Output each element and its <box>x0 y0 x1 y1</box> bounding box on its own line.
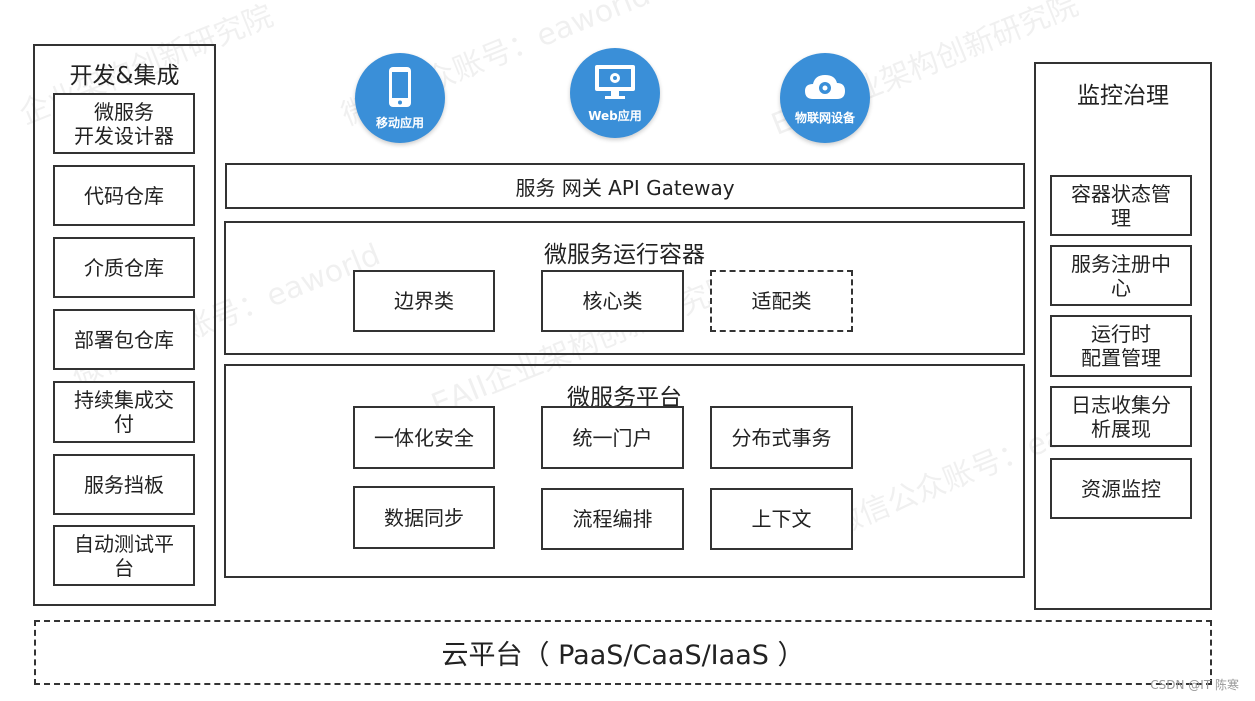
api-gateway-bar: 服务 网关 API Gateway <box>225 163 1025 209</box>
platform-item-workflow: 流程编排 <box>541 488 684 550</box>
monitor-panel-title: 监控治理 <box>1077 83 1169 109</box>
monitor-item-runtime-config: 运行时 配置管理 <box>1050 315 1192 377</box>
dev-item-media-repo: 介质仓库 <box>53 237 195 298</box>
client-iot-device: 物联网设备 <box>780 53 870 143</box>
platform-item-security: 一体化安全 <box>353 406 495 469</box>
dev-item-code-repo: 代码仓库 <box>53 165 195 226</box>
client-label: Web应用 <box>588 108 642 123</box>
source-credit: CSDN @IT 陈寒 <box>1150 678 1239 692</box>
container-item-adapter: 适配类 <box>710 270 853 332</box>
client-label: 移动应用 <box>375 115 424 130</box>
dev-item-deploy-repo: 部署包仓库 <box>53 309 195 370</box>
platform-item-distributed-tx: 分布式事务 <box>710 406 853 469</box>
cloud-gear-icon <box>805 74 845 99</box>
platform-item-context: 上下文 <box>710 488 853 550</box>
monitor-item-service-registry: 服务注册中 心 <box>1050 245 1192 306</box>
platform-item-portal: 统一门户 <box>541 406 684 469</box>
monitor-item-resource-monitor: 资源监控 <box>1050 458 1192 519</box>
monitor-item-container-state: 容器状态管 理 <box>1050 175 1192 236</box>
dev-item-ci-cd: 持续集成交 付 <box>53 381 195 443</box>
dev-item-auto-test: 自动测试平 台 <box>53 525 195 586</box>
client-web-app: Web应用 <box>570 48 660 138</box>
cloud-platform-bar: 云平台（ PaaS/CaaS/IaaS ） <box>34 620 1212 685</box>
platform-item-data-sync: 数据同步 <box>353 486 495 549</box>
dev-panel-title: 开发&集成 <box>69 63 180 89</box>
client-mobile-app: 移动应用 <box>355 53 445 143</box>
runtime-container-panel: 微服务运行容器 <box>224 221 1025 355</box>
dev-item-service-mock: 服务挡板 <box>53 454 195 515</box>
monitor-governance-panel: 监控治理 <box>1034 62 1212 610</box>
client-label: 物联网设备 <box>794 110 855 125</box>
monitor-item-log-analysis: 日志收集分 析展现 <box>1050 386 1192 447</box>
container-item-core: 核心类 <box>541 270 684 332</box>
container-item-boundary: 边界类 <box>353 270 495 332</box>
web-monitor-icon <box>595 64 635 99</box>
mobile-phone-icon <box>389 66 411 107</box>
runtime-container-title: 微服务运行容器 <box>544 242 705 268</box>
dev-item-microservice-designer: 微服务 开发设计器 <box>53 93 195 154</box>
dev-integration-panel: 开发&集成 <box>33 44 216 606</box>
